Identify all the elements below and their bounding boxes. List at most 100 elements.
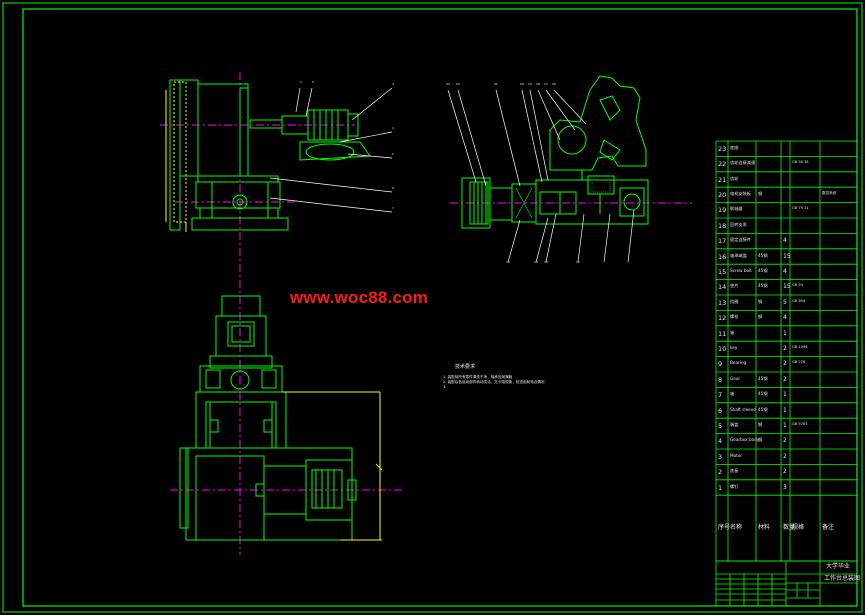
balloon-label: 3: [392, 82, 394, 86]
parts-row-name: Gear: [730, 375, 741, 381]
balloon-label: 14: [534, 260, 538, 264]
parts-row-qty: 2: [783, 360, 787, 368]
balloon-label: 5: [392, 152, 394, 156]
parts-row-qty: 2: [783, 344, 787, 352]
balloon-label: 16: [552, 82, 556, 86]
parts-row-no: 23: [718, 144, 727, 153]
parts-row-no: 11: [718, 329, 727, 338]
parts-row-qty: 15: [783, 252, 791, 260]
parts-row-name: 齿轮连接减速: [730, 160, 756, 166]
view-front-elevation: [160, 72, 393, 298]
parts-row-no: 5: [718, 421, 723, 430]
parts-header-note: 备注: [822, 524, 835, 532]
parts-row-qty: 4: [783, 267, 787, 275]
parts-row-std: GB 894: [792, 298, 806, 303]
parts-row-no: 22: [718, 160, 727, 169]
balloon-label: 23: [446, 82, 450, 86]
parts-header-name: 名称: [730, 524, 743, 532]
balloon-label: 18: [536, 82, 540, 86]
parts-row-no: 14: [718, 283, 727, 292]
balloon-label: 12: [576, 260, 580, 264]
balloon-label: 15: [506, 260, 510, 264]
parts-row-qty: 5: [783, 298, 787, 306]
parts-row-no: 6: [718, 406, 723, 415]
parts-row-std: GB 93: [792, 283, 803, 288]
parts-row-qty: 15: [783, 283, 791, 291]
balloon-label: 17: [544, 82, 548, 86]
parts-row-no: 1: [718, 483, 723, 492]
parts-row-name: 螺栓: [730, 314, 739, 320]
balloon-label: 1: [300, 80, 302, 84]
parts-row-material: 45钢: [758, 391, 768, 397]
parts-row-name: 底板: [730, 468, 739, 474]
parts-row-no: 17: [718, 237, 727, 246]
parts-row-note: 数控系统: [822, 190, 837, 195]
technical-note-line: 1. 装配前所有零件清洗干净，轴承加润滑脂: [443, 375, 513, 379]
technical-note-line: 3.: [443, 385, 447, 389]
parts-row-qty: 2: [783, 375, 787, 383]
parts-row-material: 45钢: [758, 267, 768, 273]
parts-row-name: 电机安装板: [730, 190, 751, 196]
parts-row-material: 钢: [758, 190, 763, 196]
parts-row-material: 45钢: [758, 283, 768, 289]
parts-row-qty: 3: [783, 483, 787, 491]
parts-row-name: 轴: [730, 329, 735, 335]
parts-row-qty: 2: [783, 468, 787, 476]
parts-row-name: 固定连接件: [730, 237, 751, 243]
parts-row-name: Bearing: [730, 360, 747, 366]
watermark-url: www.woc88.com: [290, 288, 429, 307]
parts-row-no: 13: [718, 298, 727, 307]
parts-row-std: GB 5783: [792, 421, 808, 426]
balloon-label: 19: [528, 82, 532, 86]
balloon-label: 4: [392, 126, 394, 130]
parts-row-name: 挡圈: [730, 298, 739, 304]
parts-row-name: 垫片: [730, 283, 739, 289]
parts-row-name: 端盖: [730, 421, 739, 427]
parts-row-name: Gearbox body: [730, 437, 760, 443]
parts-row-std: GB 276: [792, 360, 806, 365]
parts-row-std: GB 56 34: [792, 160, 809, 165]
technical-notes-title: 技术要求: [455, 364, 476, 370]
parts-row-material: 45钢: [758, 252, 768, 258]
parts-row-no: 18: [718, 221, 727, 230]
parts-row-no: 4: [718, 437, 723, 446]
parts-header-material: 材料: [758, 524, 771, 532]
parts-row-material: 45钢: [758, 406, 768, 412]
parts-row-name: Screw bolt: [730, 267, 752, 273]
view-side-section: [447, 75, 692, 263]
parts-header-qty: 数量: [783, 524, 796, 532]
parts-row-qty: 4: [783, 237, 787, 245]
parts-row-name: Shaft sleeve: [730, 406, 756, 412]
balloon-label: 21: [494, 82, 498, 86]
parts-row-qty: 4: [783, 314, 787, 322]
parts-row-qty: 1: [783, 421, 787, 429]
balloon-label: 20: [520, 82, 524, 86]
title-block: [715, 560, 858, 607]
parts-row-qty: 1: [783, 406, 787, 414]
parts-row-no: 16: [718, 252, 727, 261]
balloon-label: 2: [312, 80, 314, 84]
parts-row-name: 回转支承: [730, 221, 747, 227]
parts-row-name: 轴承端盖: [730, 252, 747, 258]
parts-row-qty: 2: [783, 437, 787, 445]
parts-row-material: 45钢: [758, 375, 768, 381]
parts-row-qty: 1: [783, 391, 787, 399]
balloon-label: 7: [392, 206, 394, 210]
view-top-plan: [170, 232, 405, 555]
parts-row-qty: 1: [783, 329, 787, 337]
technical-note-line: 2. 装配后各运动部件转动灵活，无卡阻现象，检查齿轮啮合情况: [443, 380, 545, 384]
parts-row-no: 7: [718, 391, 723, 400]
balloon-label: 22: [456, 82, 460, 86]
parts-row-qty: 2: [783, 452, 787, 460]
parts-row-material: 钢: [758, 421, 763, 427]
parts-row-material: 钢: [758, 314, 763, 320]
balloon-label: 6: [392, 186, 394, 190]
parts-row-name: 齿轮: [730, 175, 739, 181]
parts-row-no: 21: [718, 175, 727, 184]
parts-header-no: 序号: [718, 524, 731, 532]
parts-row-material: 钢: [758, 437, 763, 443]
parts-row-name: 螺钉: [730, 483, 739, 489]
